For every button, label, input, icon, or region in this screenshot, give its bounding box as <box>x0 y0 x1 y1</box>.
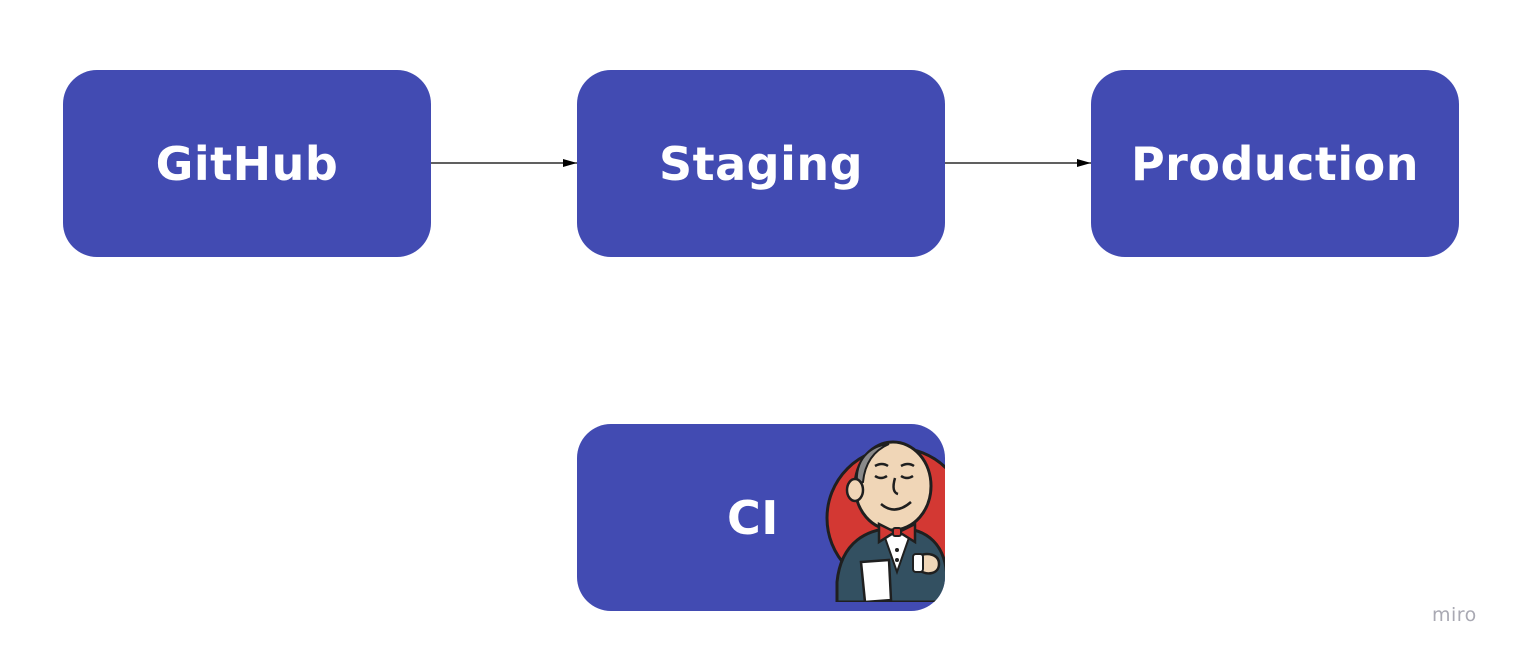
jenkins-butler-icon <box>825 440 945 602</box>
node-github[interactable]: GitHub <box>63 70 431 257</box>
miro-watermark: miro <box>1432 604 1477 626</box>
node-production[interactable]: Production <box>1091 70 1459 257</box>
node-ci[interactable]: CI <box>577 424 945 611</box>
node-ci-label: CI <box>727 490 779 545</box>
node-staging[interactable]: Staging <box>577 70 945 257</box>
node-staging-label: Staging <box>658 136 864 191</box>
node-github-label: GitHub <box>155 136 339 191</box>
node-production-label: Production <box>1130 136 1420 191</box>
